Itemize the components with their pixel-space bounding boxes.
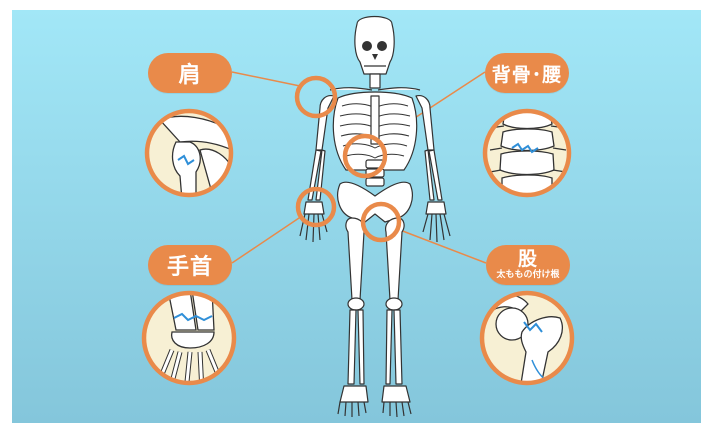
- left-foot: [340, 386, 368, 402]
- label-shoulder: 肩: [148, 53, 232, 93]
- skull: [355, 17, 394, 75]
- label-hip-subtext: 太ももの付け根: [496, 271, 559, 280]
- label-hip-text: 股: [518, 250, 538, 269]
- label-hip: 股 太ももの付け根: [486, 245, 570, 285]
- label-wrist: 手首: [148, 245, 232, 285]
- label-spine-waist-text: 背骨･腰: [492, 60, 563, 87]
- label-shoulder-text: 肩: [178, 57, 201, 89]
- right-foot: [382, 386, 410, 402]
- label-wrist-text: 手首: [167, 249, 213, 281]
- label-spine-waist: 背骨･腰: [485, 53, 569, 93]
